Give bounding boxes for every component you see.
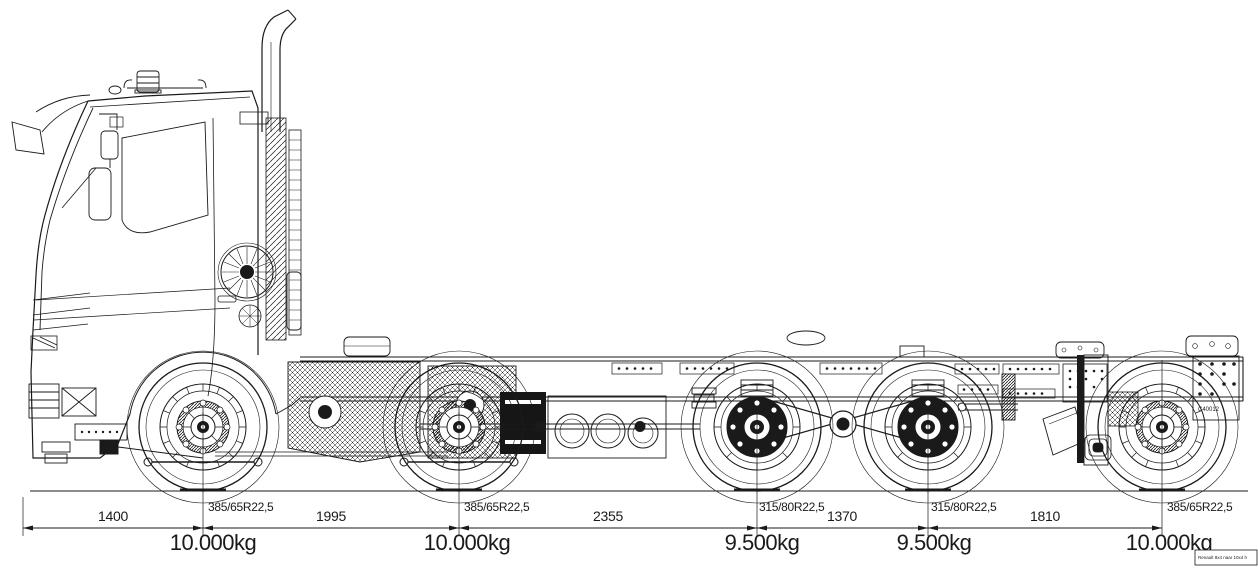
front-suspension bbox=[99, 439, 519, 467]
axle-load-label-4: 9.500kg bbox=[897, 530, 972, 555]
frame-top-fittings bbox=[343, 330, 1239, 359]
gearbox-cluster bbox=[287, 361, 421, 463]
axle-load-label-1: 10.000kg bbox=[170, 530, 257, 555]
front-bumper-step bbox=[28, 383, 97, 419]
dimension-line: 1400 1995 2355 1370 1810 bbox=[23, 508, 1162, 531]
kerb-mirror bbox=[11, 94, 91, 155]
axle-load-labels: 10.000kg 10.000kg 9.500kg 9.500kg 10.000… bbox=[170, 530, 1213, 555]
chassis-frame: C40012 bbox=[300, 330, 1244, 421]
axle-load-label-2: 10.000kg bbox=[424, 530, 511, 555]
tire-size-label-5: 385/65R22,5 bbox=[1167, 500, 1233, 514]
exhaust-stack bbox=[261, 9, 297, 132]
door-handle bbox=[217, 295, 237, 303]
dimension-label-3: 2355 bbox=[593, 508, 623, 524]
title-block: Renault 8x4 naar 10x4 h bbox=[1194, 549, 1258, 566]
air-tanks bbox=[547, 395, 667, 459]
rear-post bbox=[1001, 373, 1016, 421]
cab-side-window bbox=[121, 121, 209, 234]
tire-size-label-2: 385/65R22,5 bbox=[464, 500, 530, 514]
dimension-label-2: 1995 bbox=[316, 508, 346, 524]
front-grille bbox=[30, 292, 91, 351]
dimension-label-5: 1810 bbox=[1030, 508, 1060, 524]
door-mirror bbox=[88, 113, 119, 221]
rear-upright bbox=[1077, 355, 1084, 463]
axle-load-label-3: 9.500kg bbox=[725, 530, 800, 555]
cab-door-seam bbox=[207, 117, 216, 397]
rear-chassis-equipment bbox=[957, 354, 1139, 466]
battery-step-box bbox=[74, 423, 128, 441]
cab-entry-steps bbox=[41, 441, 71, 464]
rear-tandem-suspension bbox=[691, 379, 945, 445]
ground-line bbox=[30, 488, 1248, 492]
marker-lamp bbox=[109, 116, 124, 128]
truck-cab bbox=[11, 9, 302, 464]
frame-rivet-plates bbox=[611, 362, 1060, 399]
axle-center-lines bbox=[22, 360, 1163, 536]
tire-size-label-4: 315/80R22,5 bbox=[931, 500, 997, 514]
title-block-text: Renault 8x4 naar 10x4 h bbox=[1198, 555, 1248, 560]
wiper-icon bbox=[61, 167, 97, 209]
front-fender-arch bbox=[129, 351, 277, 415]
mid-chassis-equipment bbox=[287, 361, 700, 463]
tire-size-label-1: 385/65R22,5 bbox=[208, 500, 274, 514]
dimension-label-1: 1400 bbox=[98, 508, 128, 524]
component-code-label: C40012 bbox=[1198, 407, 1220, 413]
dimension-label-4: 1370 bbox=[827, 508, 857, 524]
air-intake-tower bbox=[239, 111, 302, 341]
tire-size-label-3: 315/80R22,5 bbox=[759, 500, 825, 514]
air-cylinder bbox=[286, 271, 302, 331]
roof-beacon bbox=[108, 70, 207, 95]
dimension-arrows bbox=[23, 525, 1162, 531]
tire-size-labels: 385/65R22,5 385/65R22,5 315/80R22,5 315/… bbox=[208, 500, 1233, 514]
